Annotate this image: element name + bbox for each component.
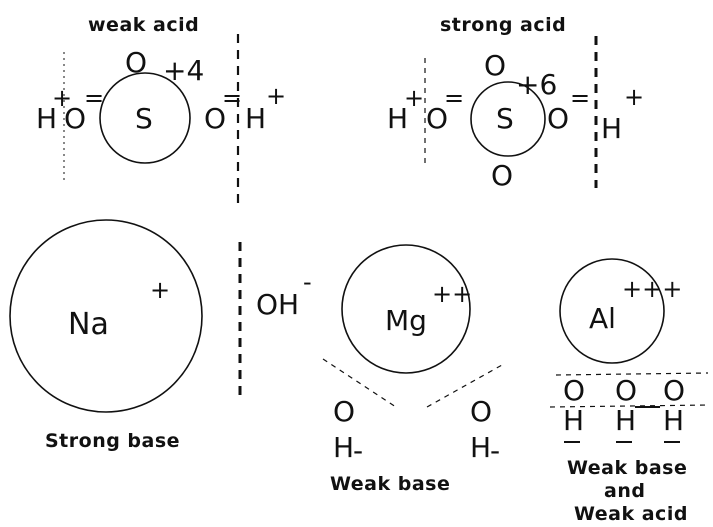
- aluminum-ion-ring: [559, 258, 665, 364]
- caption-strong-base: Strong base: [45, 430, 180, 452]
- hydroxide-charge: -: [303, 268, 312, 296]
- sulfur-atom-ring: [470, 81, 546, 157]
- caption-strong-acid: strong acid: [440, 14, 566, 36]
- right-double-bond: =: [570, 84, 590, 112]
- right-hydroxyl-hydrogen: H: [470, 431, 491, 464]
- right-hydrogen-charge: +: [266, 82, 286, 110]
- caption-weak-base-line: Weak base: [567, 457, 687, 479]
- lower-bond-boundary: [549, 404, 709, 408]
- sulfur-label: S: [135, 102, 153, 135]
- magnesium-label: Mg: [385, 304, 427, 337]
- right-oxygen-label: O: [204, 102, 226, 135]
- left-hydroxyl-hydrogen: H: [333, 431, 354, 464]
- top-oxygen-label: O: [484, 49, 506, 82]
- left-double-bond: =: [444, 84, 464, 112]
- aluminum-charge: +++: [622, 275, 682, 303]
- bottom-oxygen-label: O: [491, 159, 513, 192]
- right-oxygen-label: O: [547, 102, 569, 135]
- left-hydrogen-charge: +: [52, 84, 72, 112]
- left-hydrogen-label: H: [36, 102, 57, 135]
- caption-weak-acid-line: Weak acid: [574, 503, 688, 525]
- oxidation-state-label: +4: [163, 54, 204, 87]
- top-oxygen-label: O: [125, 46, 147, 79]
- left-hydrogen-charge: +: [404, 84, 424, 112]
- left-hydroxyl-oxygen: O: [333, 395, 355, 428]
- magnesium-charge: ++: [432, 280, 472, 308]
- left-hydrogen-label: H: [387, 102, 408, 135]
- right-bond-boundary: [426, 364, 503, 408]
- left-double-bond: =: [84, 84, 104, 112]
- hydroxyl-1-oxygen: O: [563, 374, 585, 407]
- right-hydroxyl-minus: -: [490, 434, 500, 467]
- magnesium-ion-ring: [341, 244, 471, 374]
- sodium-label: Na: [68, 307, 109, 342]
- right-hydrogen-label: H: [601, 112, 622, 145]
- hydroxyl-3-oxygen: O: [663, 374, 685, 407]
- hydroxyl-1-hydrogen: H: [563, 404, 584, 437]
- right-hydrogen-charge: +: [624, 83, 644, 111]
- caption-and-line: and: [604, 480, 645, 502]
- aluminum-label: Al: [589, 302, 616, 335]
- right-hydroxyl-oxygen: O: [470, 395, 492, 428]
- left-oxygen-label: O: [426, 102, 448, 135]
- caption-weak-acid: weak acid: [88, 14, 199, 36]
- oxidation-state-label: +6: [516, 68, 557, 101]
- left-oxygen-label: O: [64, 102, 86, 135]
- hydroxyl-2-oxygen: O: [615, 374, 637, 407]
- left-hydroxyl-minus: -: [353, 434, 363, 467]
- sulfur-label: S: [496, 102, 514, 135]
- caption-weak-base: Weak base: [330, 473, 450, 495]
- hydroxide-label: OH: [256, 288, 299, 321]
- left-bond-boundary: [322, 358, 397, 408]
- sulfur-atom-ring: [99, 72, 191, 164]
- hydroxyl-2-hydrogen: H: [615, 404, 636, 437]
- right-hydrogen-label: H: [245, 102, 266, 135]
- sodium-charge: +: [150, 276, 170, 304]
- sodium-ion-ring: [9, 219, 203, 413]
- hydroxyl-3-hydrogen: H: [663, 404, 684, 437]
